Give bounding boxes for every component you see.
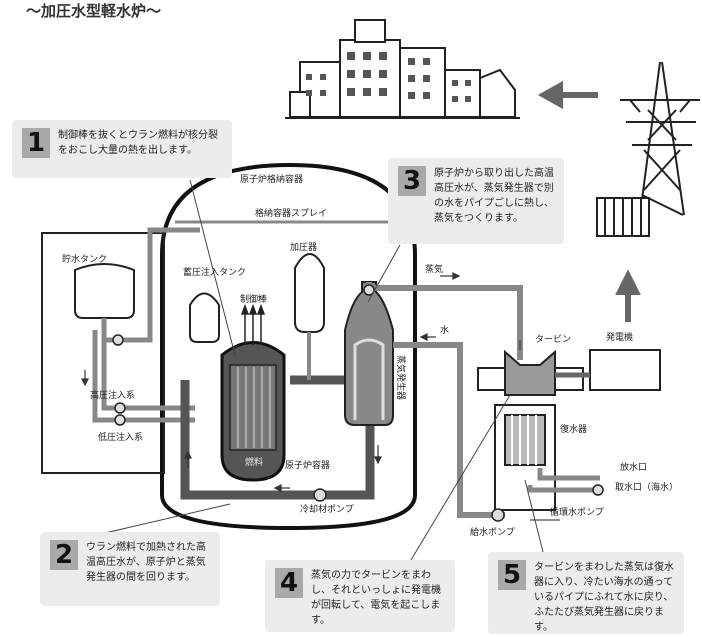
label-containment: 原子炉格納容器	[240, 173, 303, 185]
label-lp-injection: 低圧注入系	[98, 431, 143, 443]
note-2: 2 ウラン燃料で加熱された高温高圧水が、原子炉と蒸気発生器の間を回ります。	[40, 532, 220, 606]
pressurizer-tank	[294, 253, 325, 333]
seawater-pipes	[527, 468, 600, 493]
label-circ-pump: 循環水ポンプ	[550, 506, 604, 518]
label-hp-injection: 高圧注入系	[90, 389, 135, 401]
label-intake: 取水口（海水）	[615, 481, 678, 493]
arrow-to-city	[537, 80, 598, 110]
label-accumulator: 蓄圧注入タンク	[183, 266, 246, 278]
control-rod-arrows	[240, 303, 266, 345]
note-1-text: 制御棒を抜くとウラン燃料が核分裂をおこし大量の熱を出します。	[58, 130, 218, 156]
accumulator-tank	[189, 292, 220, 343]
label-steam: 蒸気	[425, 263, 443, 275]
label-feed-pump: 給水ポンプ	[470, 526, 515, 538]
label-control-rod: 制御棒	[240, 293, 267, 305]
note-4-number: 4	[275, 568, 303, 598]
leader-lines	[74, 179, 546, 576]
label-condenser: 復水器	[560, 423, 587, 435]
note-1-number: 1	[22, 128, 50, 158]
arrow-up-to-tower	[615, 269, 641, 322]
note-5-number: 5	[498, 560, 526, 590]
city-illustration	[285, 19, 520, 119]
note-5-text: タービンをまわした蒸気は復水器に入り、冷たい海水の通っているパイプにふれて水に戻…	[534, 562, 674, 633]
page-title: 〜加圧水型軽水炉〜	[26, 2, 162, 20]
label-vessel: 原子炉容器	[285, 459, 330, 471]
eccs-pipes	[92, 227, 200, 423]
transformer	[596, 197, 650, 237]
reactor-vessel	[220, 341, 286, 482]
label-outlet: 放水口	[620, 461, 647, 473]
note-5: 5 タービンをまわした蒸気は復水器に入り、冷たい海水の通っているパイプにふれて水…	[488, 552, 684, 634]
note-4-text: 蒸気の力でタービンをまわし、それといっしょに発電機が回転して、電気を起こします。	[311, 570, 441, 626]
note-2-text: ウラン燃料で加熱された高温高圧水が、原子炉と蒸気発生器の間を回ります。	[86, 542, 206, 583]
transmission-tower	[620, 61, 700, 216]
note-3-number: 3	[398, 166, 426, 196]
label-generator: 発電機	[606, 331, 633, 343]
note-1: 1 制御棒を抜くとウラン燃料が核分裂をおこし大量の熱を出します。	[12, 120, 232, 178]
label-storage-tank: 貯水タンク	[62, 253, 107, 265]
steam-generator	[344, 281, 394, 426]
note-3: 3 原子炉から取り出した高温高圧水が、蒸気発生器で別の水をパイプごしに熱し、蒸気…	[388, 158, 564, 244]
label-coolant-pump: 冷却材ポンプ	[300, 503, 354, 515]
storage-tank	[74, 263, 135, 319]
note-2-number: 2	[50, 540, 78, 570]
note-4: 4 蒸気の力でタービンをまわし、それといっしょに発電機が回転して、電気を起こしま…	[265, 560, 455, 632]
label-steam-generator: 蒸気発生器	[395, 355, 407, 400]
turbine-building	[477, 349, 661, 396]
label-fuel: 燃料	[245, 456, 263, 468]
label-turbine: タービン	[535, 334, 571, 345]
label-spray: 格納容器スプレイ	[255, 207, 327, 219]
label-water: 水	[440, 324, 449, 336]
flow-arrows	[81, 272, 521, 492]
label-pressurizer: 加圧器	[290, 242, 317, 253]
valves	[112, 284, 604, 522]
condenser	[494, 404, 556, 511]
primary-loop	[180, 375, 375, 500]
storage-tank-frame	[41, 232, 165, 474]
note-3-text: 原子炉から取り出した高温高圧水が、蒸気発生器で別の水をパイプごしに熱し、蒸気をつ…	[434, 168, 554, 224]
containment-outline	[160, 162, 417, 531]
